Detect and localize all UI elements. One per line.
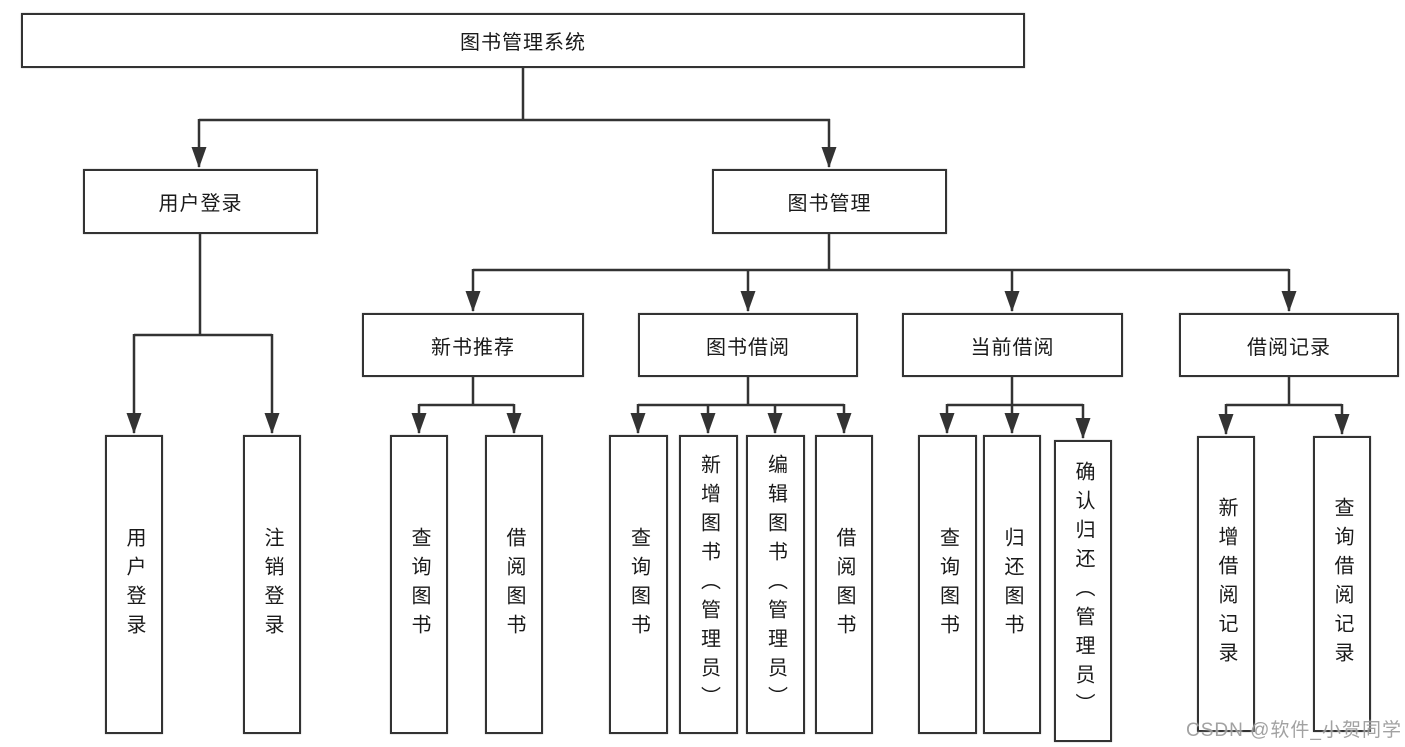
node-borrow-records: 借阅记录 xyxy=(1179,313,1399,377)
node-label: 图书管理 xyxy=(787,193,872,215)
leaf-add-borrow-record: 新增借阅记录 xyxy=(1197,436,1255,732)
leaf-label: 新增图书（管理员） xyxy=(697,454,720,715)
leaf-logout: 注销登录 xyxy=(243,435,301,734)
leaf-label: 编辑图书（管理员） xyxy=(764,454,787,715)
leaf-borrow-books: 借阅图书 xyxy=(815,435,873,734)
leaf-label: 注销登录 xyxy=(261,526,283,643)
leaf-label: 确认归还（管理员） xyxy=(1072,460,1094,722)
leaf-label: 查询图书 xyxy=(408,526,430,643)
node-book-management-module: 图书管理 xyxy=(712,169,947,234)
leaf-confirm-return-admin: 确认归还（管理员） xyxy=(1054,440,1112,742)
node-label: 用户登录 xyxy=(158,193,243,215)
node-current-borrowing: 当前借阅 xyxy=(902,313,1123,377)
leaf-edit-books-admin: 编辑图书（管理员） xyxy=(746,435,805,734)
node-label: 当前借阅 xyxy=(970,336,1055,359)
csdn-watermark: CSDN @软件_小贺同学 xyxy=(1186,720,1402,741)
leaf-query-books-recommend: 查询图书 xyxy=(390,435,448,734)
leaf-label: 借阅图书 xyxy=(503,526,525,643)
leaf-label: 查询图书 xyxy=(936,526,959,643)
node-user-login-module: 用户登录 xyxy=(83,169,318,234)
leaf-query-books-borrow: 查询图书 xyxy=(609,435,668,734)
leaf-query-borrow-record: 查询借阅记录 xyxy=(1313,436,1371,732)
leaf-label: 用户登录 xyxy=(123,526,145,643)
leaf-label: 借阅图书 xyxy=(833,526,855,643)
leaf-label: 查询借阅记录 xyxy=(1331,497,1353,671)
node-label: 新书推荐 xyxy=(431,336,515,359)
leaf-user-login: 用户登录 xyxy=(105,435,163,734)
node-label: 借阅记录 xyxy=(1247,336,1331,359)
leaf-label: 查询图书 xyxy=(627,526,650,643)
leaf-label: 新增借阅记录 xyxy=(1215,497,1237,671)
leaf-add-books-admin: 新增图书（管理员） xyxy=(679,435,738,734)
leaf-label: 归还图书 xyxy=(1001,526,1023,643)
node-new-book-recommend: 新书推荐 xyxy=(362,313,584,377)
node-root-label: 图书管理系统 xyxy=(460,32,586,54)
leaf-borrow-books-recommend: 借阅图书 xyxy=(485,435,543,734)
leaf-query-books-current: 查询图书 xyxy=(918,435,977,734)
node-label: 图书借阅 xyxy=(706,336,790,359)
leaf-return-books: 归还图书 xyxy=(983,435,1041,734)
node-root-system: 图书管理系统 xyxy=(21,13,1025,68)
node-book-borrowing: 图书借阅 xyxy=(638,313,858,377)
